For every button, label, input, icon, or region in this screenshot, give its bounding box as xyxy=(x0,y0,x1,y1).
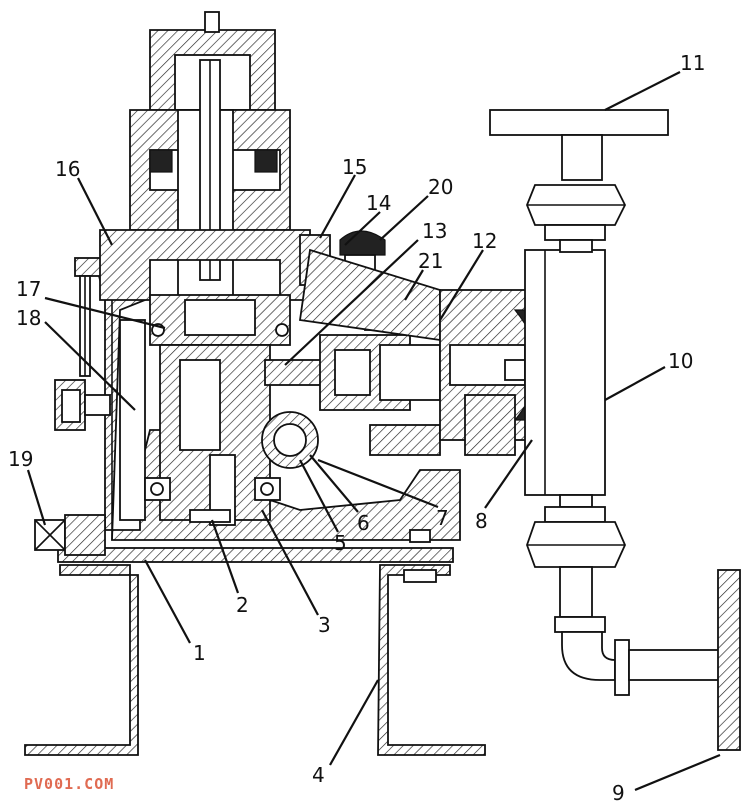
mounting-bracket-right xyxy=(377,564,486,756)
label-3: 3 xyxy=(318,613,331,637)
label-5: 5 xyxy=(334,531,347,555)
worm-shaft xyxy=(159,344,271,526)
label-1: 1 xyxy=(193,641,206,665)
label-18: 18 xyxy=(16,306,41,330)
tank-wall xyxy=(717,569,741,751)
label-21: 21 xyxy=(418,249,443,273)
label-7: 7 xyxy=(436,506,449,530)
adjust-spindle xyxy=(149,59,278,281)
inspection-plug xyxy=(54,379,111,431)
base-plate xyxy=(57,547,454,563)
outlet-pipe xyxy=(554,616,720,696)
upper-valve xyxy=(489,109,669,253)
label-8: 8 xyxy=(475,509,488,533)
label-16: 16 xyxy=(55,157,80,181)
label-6: 6 xyxy=(357,511,370,535)
label-4: 4 xyxy=(312,763,325,787)
label-19: 19 xyxy=(8,447,33,471)
label-11: 11 xyxy=(680,51,705,75)
eccentric-block xyxy=(149,294,291,346)
label-20: 20 xyxy=(428,175,453,199)
label-10: 10 xyxy=(668,349,693,373)
label-15: 15 xyxy=(342,155,367,179)
part-labels: 1 2 3 4 5 6 7 8 9 10 11 12 13 14 15 16 1… xyxy=(8,51,705,805)
label-2: 2 xyxy=(236,593,249,617)
label-9: 9 xyxy=(612,781,625,805)
label-14: 14 xyxy=(366,191,391,215)
lower-valve xyxy=(526,494,626,618)
plunger-assembly xyxy=(264,299,441,456)
label-17: 17 xyxy=(16,277,41,301)
label-13: 13 xyxy=(422,219,447,243)
bearing-lower xyxy=(144,477,281,501)
base-bolt xyxy=(403,529,437,583)
pipe-body xyxy=(524,249,606,496)
side-flange-19 xyxy=(34,514,106,556)
watermark: PV001.COM xyxy=(24,775,114,793)
worm-gear xyxy=(261,411,319,469)
label-12: 12 xyxy=(472,229,497,253)
mounting-bracket-left xyxy=(24,564,139,756)
leader-lines xyxy=(26,71,721,792)
